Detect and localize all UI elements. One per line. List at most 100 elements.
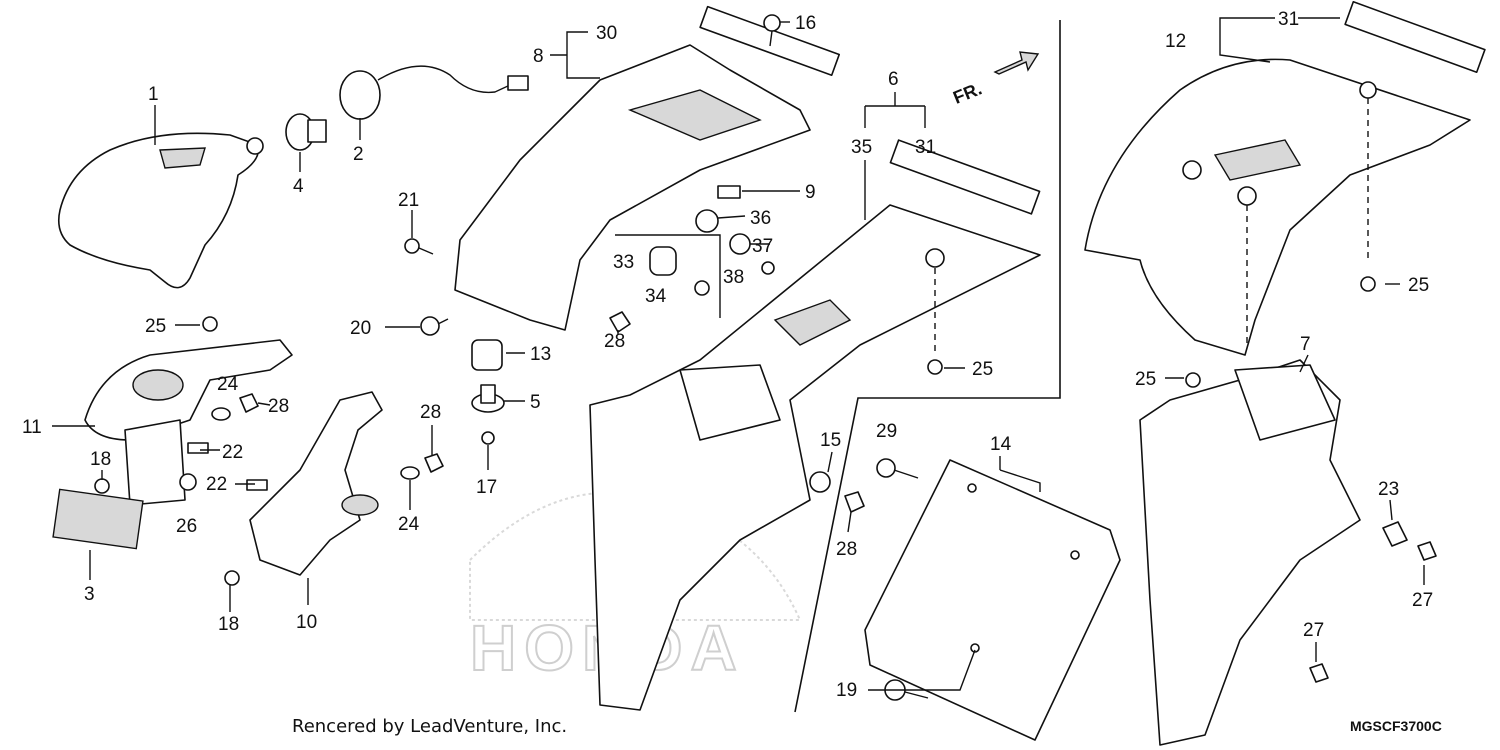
part-16-screw-shank [769,30,773,47]
callout-27b: 27 [1303,620,1324,641]
callout-27a: 27 [1412,590,1433,611]
part-18-screw-a [94,478,110,494]
render-credit: Rencered by LeadVenture, Inc. [292,716,567,737]
part-29-bolt [876,458,896,478]
callout-17: 17 [476,477,497,498]
callout-16: 16 [795,13,816,34]
part-4-bulb-base [307,119,327,143]
callout-25b: 25 [972,359,993,380]
part-28-nut-d [844,491,865,513]
part-6-grommet [925,248,945,268]
part-27-nut-b [1309,663,1329,683]
part-12-boss-a [1182,160,1202,180]
part-28-nut-b [239,393,259,413]
callout-30: 30 [596,23,617,44]
callout-23: 23 [1378,479,1399,500]
callout-20: 20 [350,318,371,339]
part-21-bolt-shank [418,247,434,255]
callout-18a: 18 [90,449,111,470]
callout-12: 12 [1165,31,1186,52]
part-25-screw-c [1360,276,1376,292]
part-1-lens-detail [159,147,206,169]
part-24-washer-a [211,407,231,421]
part-11-bracket-plate [124,419,186,506]
part-12-rib [1213,139,1302,181]
part-29-bolt-shank [893,469,919,479]
part-14-hole-c [970,643,980,653]
part-2-wire [377,65,511,94]
part-20-bolt-shank [437,318,449,325]
part-8-rib [627,89,762,141]
callout-33: 33 [613,252,634,273]
part-24-washer-b [400,466,420,480]
callout-5: 5 [530,392,541,413]
part-36-grommet [695,209,719,233]
part-18-screw-b [224,570,240,586]
callout-2: 2 [353,144,364,165]
callout-15: 15 [820,430,841,451]
part-12-nut [1359,81,1377,99]
callout-36: 36 [750,208,771,229]
part-1-taillight [57,132,260,289]
part-2-socket [339,70,381,120]
callout-labels: 1 2 3 4 5 6 7 8 9 10 11 12 13 14 15 16 1… [22,9,1433,701]
part-6-mount-block [679,364,781,441]
part-11-license-light-cover [84,339,293,441]
callout-25c: 25 [1408,275,1429,296]
callout-26: 26 [176,516,197,537]
callout-10: 10 [296,612,317,633]
callout-38: 38 [723,267,744,288]
part-2-connector [507,75,529,91]
part-7-mount-block [1234,364,1336,441]
part-10-hole [341,494,379,516]
part-12-boss-b [1237,186,1257,206]
callout-14: 14 [990,434,1012,455]
part-25-screw-b [927,359,943,375]
part-37-collar [729,233,751,255]
callout-19: 19 [836,680,857,701]
part-14-hole-b [1070,550,1080,560]
part-28-nut-c [424,453,444,473]
part-23-nut [1382,521,1408,547]
part-31-seal-strip-a [889,139,1041,215]
callout-8: 8 [533,46,544,67]
part-22-clip-b [246,479,268,491]
callout-24b: 24 [398,514,420,535]
part-38-screw [761,261,775,275]
front-direction-arrow: FR. [950,51,1040,108]
assembly-frame [794,20,1061,713]
part-25-screw-d [1185,372,1201,388]
callout-34: 34 [645,286,667,307]
part-17-screw [481,431,495,445]
callout-7: 7 [1300,334,1311,355]
part-28-nut-a [609,311,631,333]
part-27-nut-a [1417,541,1437,561]
callout-3: 3 [84,584,95,605]
callout-35: 35 [851,137,872,158]
callout-31a: 31 [915,137,936,158]
part-10-license-bracket [249,391,383,576]
part-13-grommet [471,339,503,371]
callout-28d: 28 [836,539,857,560]
callout-22a: 22 [222,442,243,463]
callout-25d: 25 [1135,369,1156,390]
callout-37: 37 [752,236,773,257]
part-14-license-plate-base [864,459,1121,741]
part-1-mount-boss [246,137,264,155]
diagram-code: MGSCF3700C [1350,718,1442,734]
part-12-rear-fender-cover [1084,58,1471,356]
part-20-bolt [420,316,440,336]
part-11-lens [132,369,184,401]
part-9-clip [717,185,741,199]
part-15-collar [809,471,831,493]
part-16-screw-head [763,14,781,32]
part-26-nut [179,473,197,491]
callout-28c: 28 [604,331,625,352]
front-label: FR. [950,78,984,107]
callout-22b: 22 [206,474,227,495]
leader-lines [52,17,1425,691]
callout-6: 6 [888,69,899,90]
part-22-clip-a [187,442,209,454]
part-21-bolt [404,238,420,254]
